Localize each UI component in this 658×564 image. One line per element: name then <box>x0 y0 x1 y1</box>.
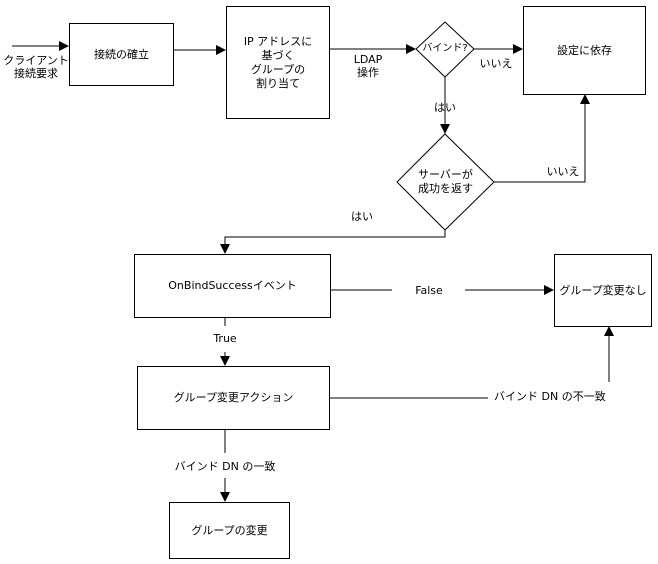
event-true-label: True <box>213 332 237 345</box>
edge-server-no <box>494 94 590 183</box>
on-bind-success-label: OnBindSuccessイベント <box>168 279 297 292</box>
ldap-operation-label: LDAP 操作 <box>353 53 383 79</box>
server-no-label: いいえ <box>546 165 580 178</box>
depends-on-config-label: 設定に依存 <box>557 43 612 57</box>
establish-connection-label: 接続の確立 <box>94 47 149 61</box>
bind-dn-match-label: バインド DN の一致 <box>174 460 276 473</box>
change-group-label: グループの変更 <box>191 523 268 537</box>
no-group-change-label: グループ変更なし <box>559 283 647 297</box>
ip-group-assign-label: IP アドレスに 基づく グループの 割り当て <box>243 34 313 90</box>
no-group-change-box: グループ変更なし <box>554 254 652 327</box>
event-false-label: False <box>415 284 443 297</box>
depends-on-config-box: 設定に依存 <box>523 6 646 95</box>
ip-group-assign-box: IP アドレスに 基づく グループの 割り当て <box>226 6 330 119</box>
server-yes-label: はい <box>351 210 373 223</box>
bind-no-label: いいえ <box>479 57 513 70</box>
change-group-box: グループの変更 <box>169 502 290 559</box>
edge-server-yes <box>220 230 446 254</box>
server-success-decision-label: サーバーが 成功を返す <box>418 168 473 195</box>
group-change-action-label: グループ変更アクション <box>173 391 294 404</box>
establish-connection-box: 接続の確立 <box>69 23 174 86</box>
group-change-action-box: グループ変更アクション <box>137 366 330 430</box>
on-bind-success-box: OnBindSuccessイベント <box>134 254 331 318</box>
bind-decision-label: バインド? <box>422 43 468 54</box>
client-request-label: クライアント 接続要求 <box>3 54 69 80</box>
bind-yes-label: はい <box>434 101 456 114</box>
server-success-decision-diamond <box>396 133 495 231</box>
bind-decision-diamond <box>415 21 475 78</box>
bind-dn-mismatch-label: バインド DN の不一致 <box>494 390 606 403</box>
